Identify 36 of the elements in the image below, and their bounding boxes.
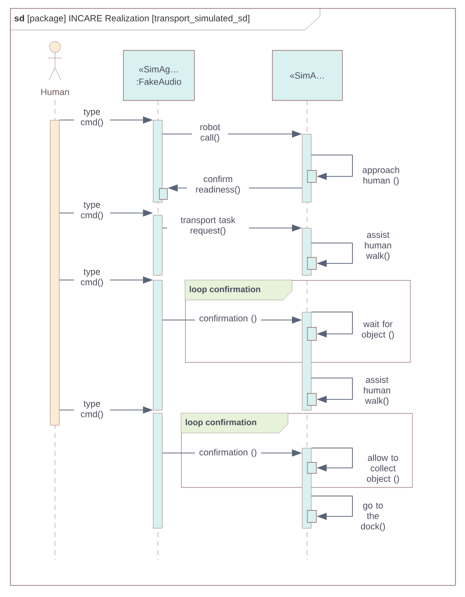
message-arrow [311,242,353,267]
edge-label: wait for object () [360,320,396,340]
activation-box [307,393,317,406]
edge-label: assist human walk() [356,375,398,407]
node-label: Human [41,88,69,96]
edge-label: confirm readiness() [187,174,249,196]
edge-label: robot call() [192,122,228,144]
edge-label: type cmd() [74,108,110,128]
edge-label: transport task request() [167,216,249,236]
message-arrow [311,496,353,520]
edge-label: type cmd() [74,268,110,288]
activation-bar [153,413,162,528]
edge-label: confirmation () [195,448,261,458]
activation-box [307,170,317,183]
message-arrow [311,154,353,180]
activation-box [159,188,168,200]
activation-box [307,462,317,474]
activation-bar [153,280,162,410]
edge-label: approach human () [356,166,406,186]
actor-figure: Human [41,41,69,96]
message-arrow [311,312,353,338]
edge-label: type cmd() [74,400,110,420]
activation-bar [153,215,162,276]
activation-box [307,257,317,270]
activation-box [307,327,317,341]
activation-box [307,510,317,523]
edge-label: go to the dock() [357,502,389,532]
edge-label: allow to collect object () [360,453,406,485]
lifeline-head-box: «SimA… [272,50,343,101]
edge-label: type cmd() [74,200,110,222]
activation-bar [50,120,60,426]
edge-label: confirmation () [195,314,261,324]
lifeline-head-box: «SimAg… :FakeAudio [123,50,195,101]
edge-label: assist human walk() [357,230,399,262]
message-arrow [311,448,353,472]
message-arrow [311,378,353,403]
